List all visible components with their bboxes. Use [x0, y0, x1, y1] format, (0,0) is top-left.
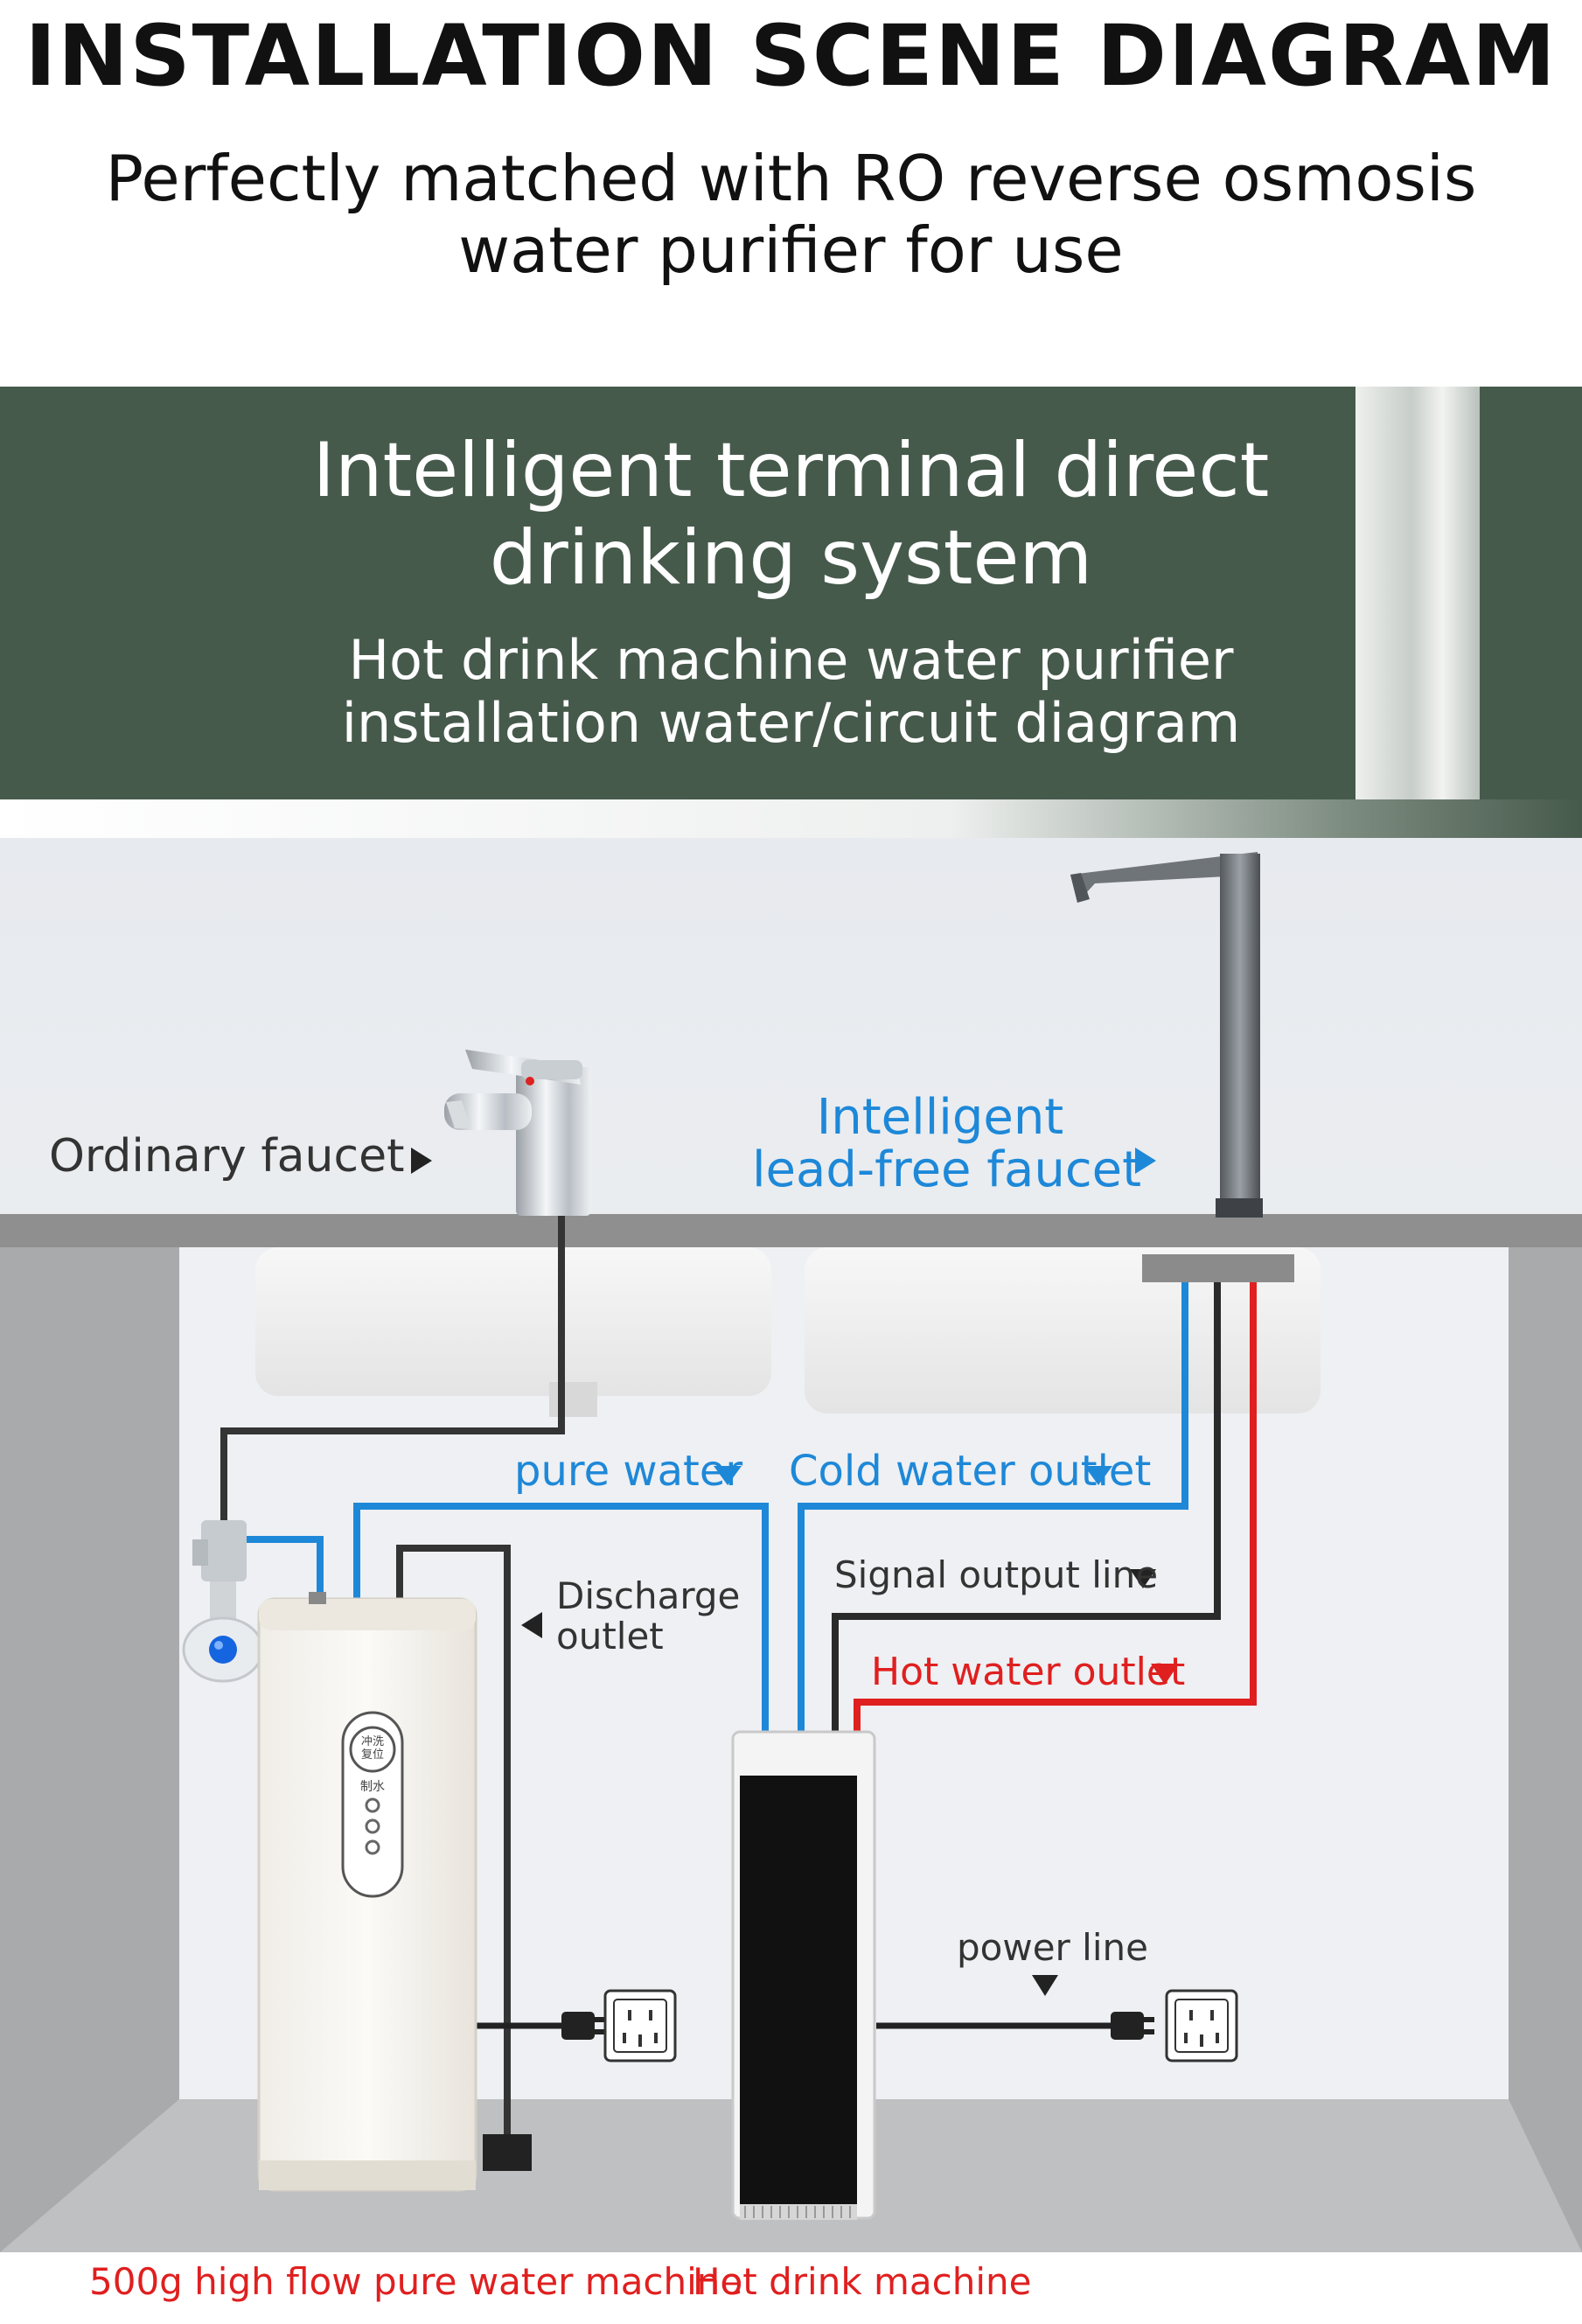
discharge-outlet-label-line2: outlet [556, 1615, 664, 1658]
pure-water-pipe [353, 1503, 769, 1732]
installation-scene [0, 838, 1582, 2324]
page-subtitle-line1: Perfectly matched with RO reverse osmosi… [105, 142, 1477, 215]
hot-drink-machine [731, 1730, 876, 2220]
system-banner [0, 387, 1582, 799]
status-indicator-1 [365, 1797, 380, 1813]
ordinary-faucet-image [444, 1050, 591, 1216]
banner-title-line2: drinking system [489, 514, 1093, 602]
intelligent-faucet-image [1070, 852, 1263, 1218]
reset-text: 复位 [360, 1748, 384, 1762]
discharge-outlet-label-line1: Discharge [556, 1574, 741, 1617]
wall-socket-icon-right [1165, 1989, 1238, 2062]
countertop [0, 1214, 1582, 1247]
cold-water-arrow-icon [1084, 1466, 1112, 1485]
purifier-plug-icon [561, 2012, 605, 2040]
cold-water-outlet-label: Cold water outlet [789, 1447, 1152, 1496]
power-line-arrow-icon [1032, 1975, 1058, 1996]
smart-faucet-arrow-icon [1135, 1148, 1156, 1174]
page-title: INSTALLATION SCENE DIAGRAM [24, 7, 1558, 105]
status-indicator-3 [365, 1839, 380, 1855]
banner-gradient-strip [0, 799, 1582, 838]
wall-socket-icon-left [603, 1989, 677, 2062]
page-subtitle-line2: water purifier for use [458, 213, 1124, 287]
flush-reset-text: 冲洗 复位 [355, 1735, 390, 1762]
tap-valve [182, 1520, 264, 1683]
discharge-pipe [396, 1545, 511, 2134]
discharge-drain [483, 2134, 532, 2171]
signal-line [832, 1282, 1221, 1732]
hot-drink-machine-caption: Hot drink machine [693, 2260, 1032, 2303]
hot-water-arrow-icon [1151, 1664, 1179, 1685]
flush-text: 冲洗 [360, 1735, 384, 1748]
status-indicator-2 [365, 1818, 380, 1834]
basin-left [255, 1247, 771, 1396]
pure-water-label: pure water [514, 1447, 743, 1496]
ordinary-faucet-supply-pipe [220, 1216, 565, 1539]
banner-faucet-reflection [1356, 387, 1480, 799]
banner-subtitle-line2: installation water/circuit diagram [341, 691, 1241, 755]
banner-title-line1: Intelligent terminal direct [312, 427, 1270, 514]
discharge-arrow-icon [521, 1612, 542, 1638]
pure-water-machine [257, 1592, 477, 2192]
pure-water-arrow-icon [714, 1466, 742, 1485]
power-line-label: power line [957, 1926, 1148, 1969]
smart-faucet-label-line2: lead-free faucet [752, 1141, 1142, 1198]
hot-drink-plug-icon [1111, 2012, 1154, 2040]
smart-faucet-label-line1: Intelligent [816, 1089, 1064, 1146]
ordinary-faucet-label: Ordinary faucet [49, 1130, 405, 1183]
signal-output-line-label: Signal output line [834, 1553, 1159, 1596]
producing-water-text: 制水 [360, 1780, 385, 1794]
cold-water-pipe [798, 1282, 1188, 1732]
banner-subtitle-line1: Hot drink machine water purifier [348, 628, 1234, 692]
feed-water-pipe [241, 1536, 324, 1599]
hot-water-pipe [854, 1282, 1257, 1732]
faucet-mount-plate [1142, 1254, 1294, 1282]
flush-reset-button [349, 1726, 396, 1773]
ordinary-faucet-arrow-icon [411, 1148, 432, 1174]
basin-right [805, 1247, 1321, 1413]
hot-water-outlet-label: Hot water outlet [871, 1650, 1186, 1694]
signal-arrow-icon [1130, 1569, 1156, 1588]
water-machine-caption: 500g high flow pure water machine [89, 2260, 743, 2303]
